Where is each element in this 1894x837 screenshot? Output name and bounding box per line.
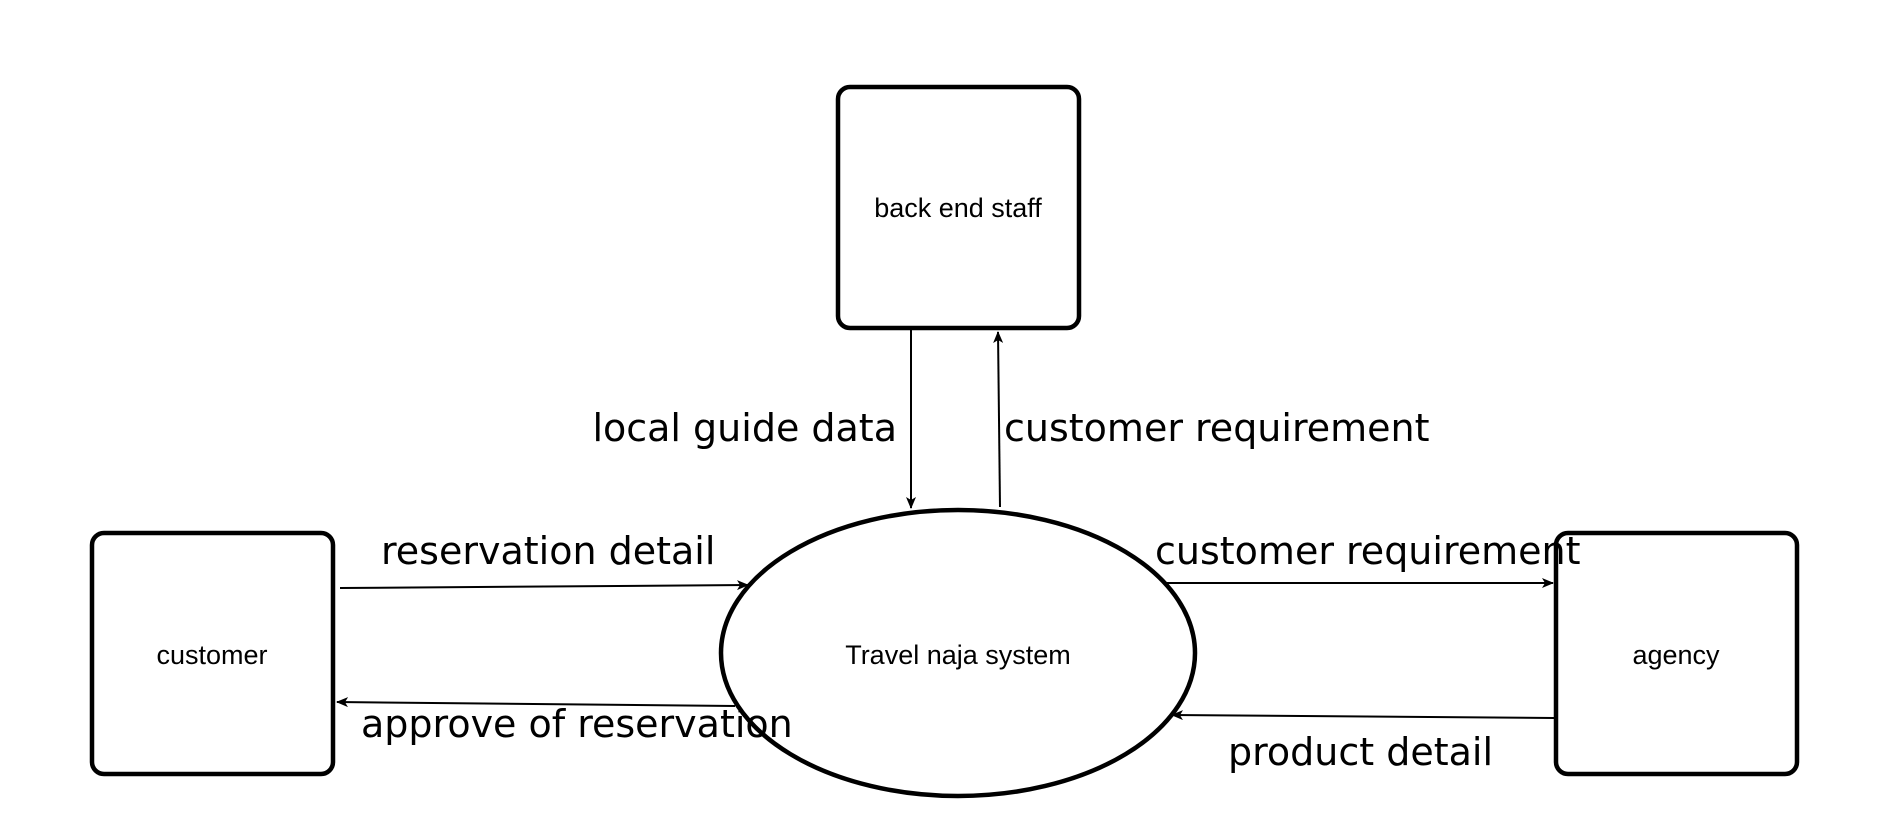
customer-requirement-to-agency-label: customer requirement (1155, 529, 1581, 573)
approve-of-reservation-label: approve of reservation (361, 702, 793, 746)
travel-naja-system-process[interactable] (718, 507, 1198, 799)
agency-label: agency (1632, 640, 1720, 670)
reservation-detail-label: reservation detail (381, 529, 715, 573)
reservation-detail-arrow (339, 580, 749, 591)
customer-requirement-to-staff-arrow (993, 331, 1004, 508)
customer-requirement-to-staff-label: customer requirement (1004, 406, 1430, 450)
product-detail-label: product detail (1228, 730, 1493, 774)
customer-label: customer (156, 640, 267, 670)
back-end-staff-label: back end staff (874, 193, 1042, 223)
product-detail-arrow (1171, 710, 1555, 721)
travel-naja-system-label: Travel naja system (845, 640, 1071, 670)
local-guide-data-label: local guide data (592, 406, 897, 450)
customer-box[interactable] (89, 530, 336, 777)
approve-of-reservation-arrow (336, 697, 736, 708)
back-end-staff-box[interactable] (835, 84, 1082, 331)
agency-box[interactable] (1553, 530, 1800, 777)
